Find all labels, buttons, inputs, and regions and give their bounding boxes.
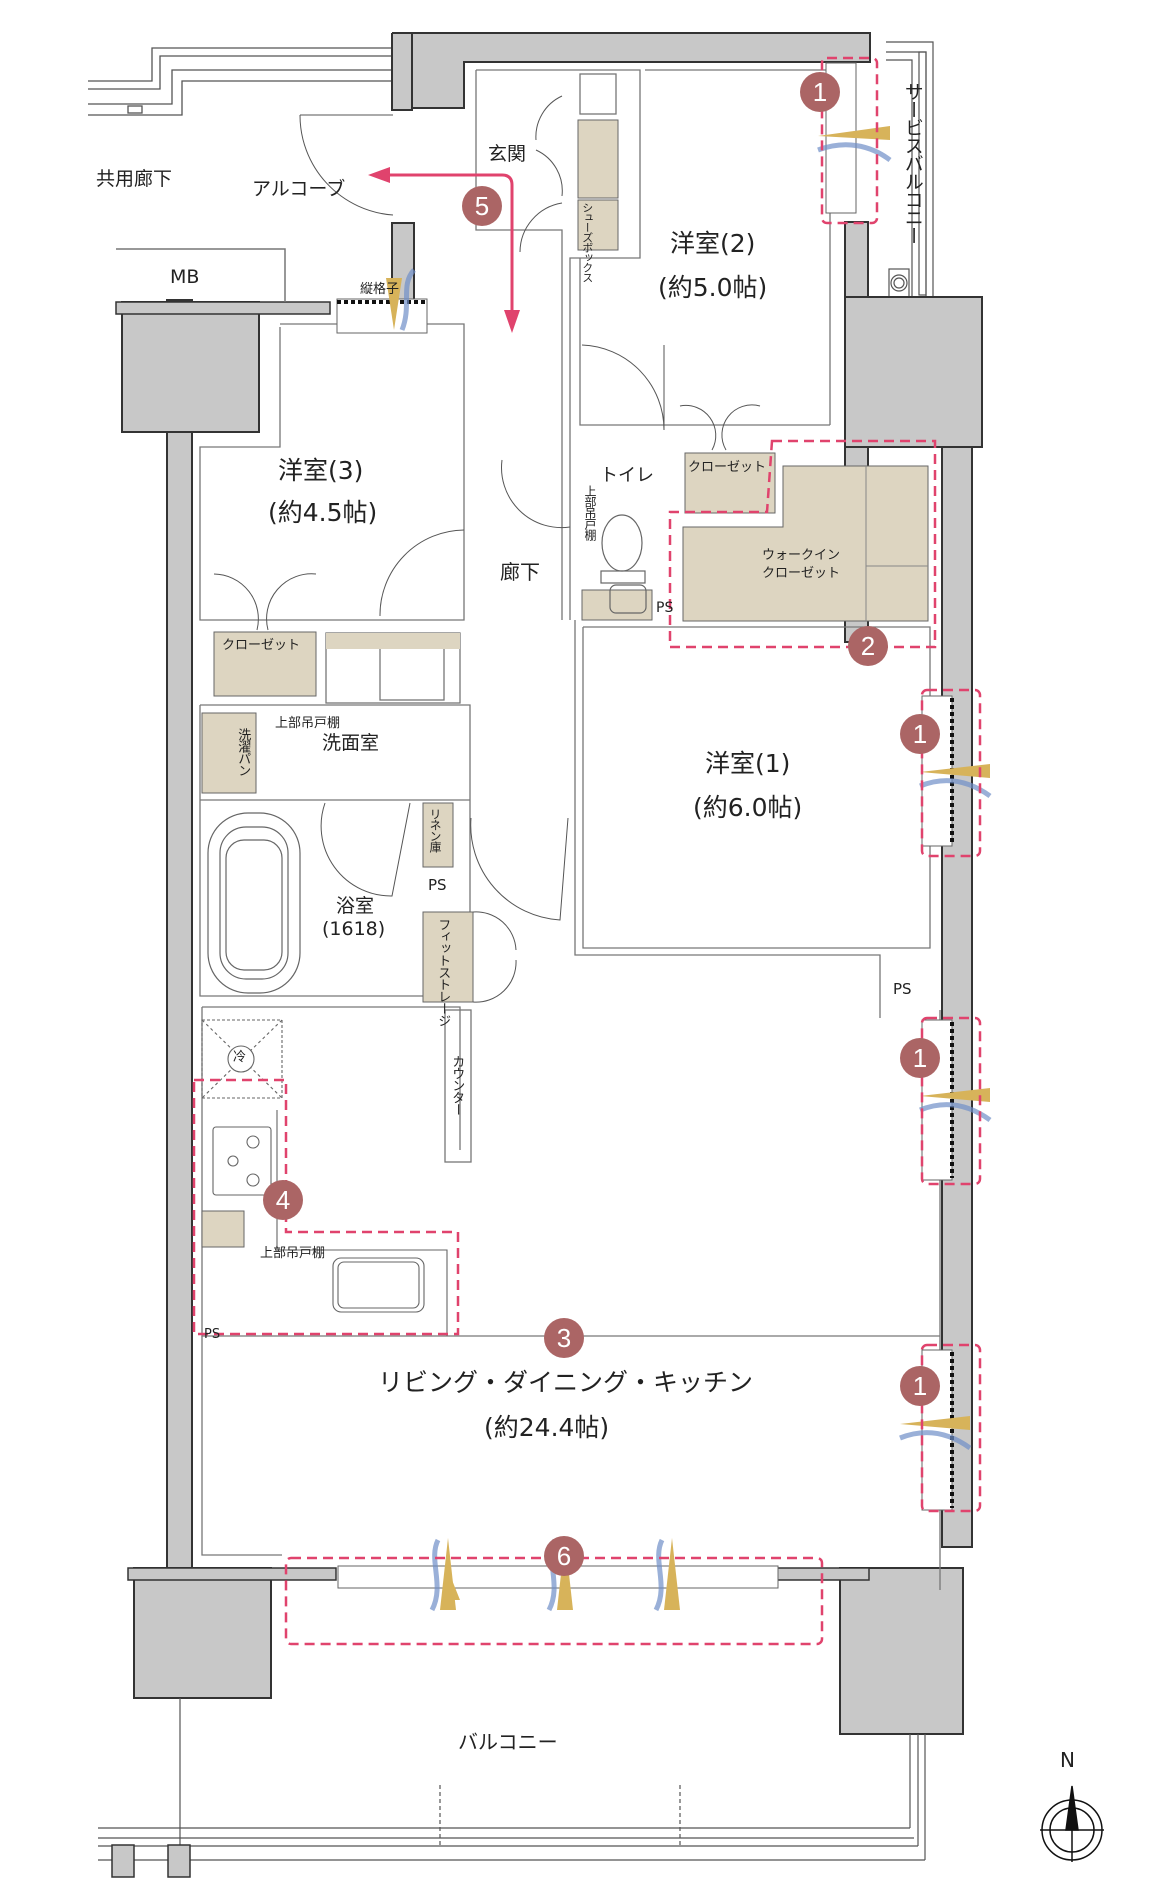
airflow-indicators (386, 126, 992, 1612)
badge-2-walk-in-closet: 2 (848, 626, 888, 666)
closet-room3 (213, 631, 317, 697)
compass-icon (1040, 1785, 1104, 1862)
ps-kitchen-label: PS (204, 1327, 221, 1342)
counter-label: カウンター (449, 1055, 465, 1115)
top-wall (391, 32, 871, 111)
highlight-outlines (192, 56, 982, 1646)
compass-north-label: N (1060, 1748, 1075, 1772)
walk-in-closet-label-2: クローゼット (762, 566, 841, 581)
badge-1-ldk-window-lower: 1 (900, 1366, 940, 1406)
western-room-2-size: (約5.0帖) (658, 273, 768, 302)
western-room-1-name: 洋室(1) (705, 749, 791, 778)
washroom-upper-cabinet-label: 上部吊戸棚 (275, 716, 341, 731)
ldk-name: リビング・ダイニング・キッチン (378, 1368, 754, 1397)
toilet-cabinet (581, 589, 653, 621)
closet-room3-label: クローゼット (222, 638, 301, 653)
mb-label: MB (170, 266, 200, 288)
kitchen-upper-cabinet (201, 1210, 245, 1248)
shoe-box-label: シューズボックス (580, 202, 594, 282)
badge-1-room1-window: 1 (900, 714, 940, 754)
corridor-label: 廊下 (500, 560, 540, 584)
vertical-lattice-label: 縦格子 (360, 282, 400, 297)
walk-in-closet-label-1: ウォークイン (762, 548, 841, 563)
common-corridor-label: 共用廊下 (96, 168, 173, 190)
washroom-label: 洗面室 (322, 732, 380, 754)
alcove-label: アルコーブ (252, 178, 346, 200)
toilet-label: トイレ (600, 465, 654, 486)
linen-storage-label: リネン庫 (428, 808, 442, 852)
walk-in-closet (682, 465, 929, 622)
laundry-pan (201, 712, 257, 794)
badge-6-sash: 6 (544, 1536, 584, 1576)
western-room-1-size: (約6.0帖) (693, 793, 803, 822)
fit-storage (422, 911, 474, 1003)
bathroom-size: (1618) (322, 918, 386, 940)
shoe-box-lower (577, 199, 619, 251)
kitchen-upper-cabinet-label: 上部吊戸棚 (260, 1246, 326, 1261)
linen-storage (422, 802, 454, 868)
badge-5-route: 5 (462, 186, 502, 226)
fit-storage-label: フィットストレージ (435, 918, 451, 1026)
corridor-railing (88, 47, 432, 116)
western-room-2-name: 洋室(2) (670, 229, 756, 258)
ps-toilet-label: PS (656, 600, 674, 616)
toilet-upper-cabinet-label: 上部吊戸棚 (583, 485, 597, 540)
ps-right-label: PS (893, 980, 912, 998)
badge-3-ldk: 3 (544, 1318, 584, 1358)
ps-bath-label: PS (428, 876, 447, 894)
badge-4-kitchen: 4 (263, 1180, 303, 1220)
entrance-label: 玄関 (488, 143, 527, 165)
closet-upper (684, 452, 776, 514)
shoe-box-upper (577, 119, 619, 199)
fridge-label: 冷 (233, 1050, 247, 1065)
western-room-3-size: (約4.5帖) (268, 498, 378, 527)
badge-1-ldk-window-upper: 1 (900, 1038, 940, 1078)
route-arrow (380, 173, 514, 322)
laundry-pan-label: 洗濯パン (235, 728, 251, 776)
balcony-label: バルコニー (458, 1730, 558, 1754)
badge-1-service-window: 1 (800, 72, 840, 112)
western-room-3-name: 洋室(3) (278, 456, 364, 485)
service-balcony-label: サービスバルコニー (901, 82, 924, 244)
ldk-size: (約24.4帖) (484, 1413, 610, 1442)
closet-upper-label: クローゼット (688, 460, 767, 475)
bathroom-name: 浴室 (336, 895, 375, 917)
